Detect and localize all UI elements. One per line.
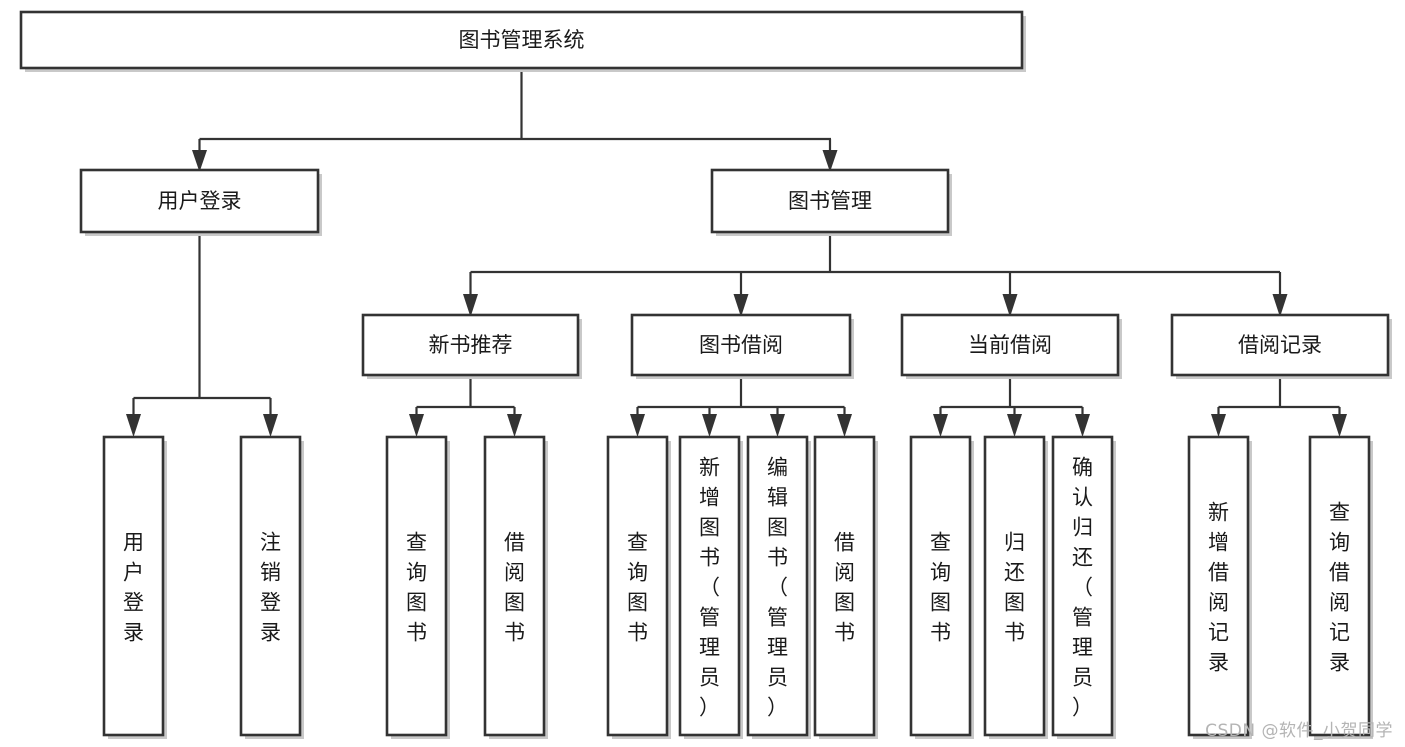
- node-leaf-user-login[interactable]: 用户登录: [102, 435, 167, 739]
- connector-borrow-record-trunk: [1217, 375, 1341, 424]
- node-leaf-return-book-label: 归还图书: [1004, 530, 1025, 644]
- node-leaf-borrow-book-2[interactable]: 借阅图书: [813, 435, 878, 739]
- node-root-box[interactable]: [19, 10, 1024, 70]
- node-book-manage-label: 图书管理: [788, 189, 872, 213]
- node-leaf-query-book-3[interactable]: 查询图书: [909, 435, 974, 739]
- node-leaf-return-book-box[interactable]: [983, 435, 1046, 737]
- node-leaf-query-book-1-label: 查询图书: [406, 530, 427, 644]
- node-book-borrow-box[interactable]: [630, 313, 852, 377]
- node-leaf-edit-book-label: 编辑图书（管理员）: [767, 455, 788, 719]
- arrow-to-new-book-recommend: [463, 294, 478, 317]
- node-leaf-add-book[interactable]: 新增图书（管理员）: [678, 435, 743, 739]
- node-borrow-record-label: 借阅记录: [1238, 333, 1322, 357]
- node-leaf-add-book-box[interactable]: [678, 435, 741, 737]
- arrow-to-leaf-query-book-2: [630, 414, 645, 437]
- node-leaf-user-logout-box[interactable]: [239, 435, 302, 737]
- node-book-manage-box[interactable]: [710, 168, 950, 234]
- arrow-to-leaf-user-logout: [263, 414, 278, 437]
- arrow-to-book-borrow: [733, 294, 749, 317]
- node-leaf-confirm-return-box[interactable]: [1051, 435, 1114, 737]
- node-leaf-query-book-2-label: 查询图书: [627, 530, 648, 644]
- node-leaf-query-book-1-box[interactable]: [385, 435, 448, 737]
- connector-book-manage-trunk: [469, 232, 1282, 305]
- node-leaf-query-book-3-label: 查询图书: [930, 530, 951, 644]
- node-new-book-recommend[interactable]: 新书推荐: [361, 313, 582, 379]
- node-book-borrow-label: 图书借阅: [699, 333, 783, 357]
- arrow-to-leaf-add-record: [1211, 414, 1226, 437]
- node-borrow-record[interactable]: 借阅记录: [1170, 313, 1392, 379]
- node-leaf-user-login-label: 用户登录: [123, 530, 144, 644]
- node-book-manage[interactable]: 图书管理: [710, 168, 952, 236]
- node-leaf-user-logout-label: 注销登录: [260, 530, 281, 644]
- arrow-to-leaf-query-book-3: [933, 414, 948, 437]
- node-leaf-query-record[interactable]: 查询借阅记录: [1308, 435, 1373, 739]
- node-leaf-return-book[interactable]: 归还图书: [983, 435, 1048, 739]
- node-leaf-confirm-return[interactable]: 确认归还（管理员）: [1051, 435, 1116, 739]
- arrow-to-borrow-record: [1272, 294, 1288, 317]
- node-root[interactable]: 图书管理系统: [19, 10, 1026, 72]
- arrow-to-leaf-borrow-book-2: [837, 414, 852, 437]
- leaf-node-layer: 用户登录 注销登录 查询图书 借阅图书 查询图书 新增图书（管理员） 编辑图书（管理员） 借阅…: [102, 435, 1373, 739]
- node-leaf-borrow-book-2-box[interactable]: [813, 435, 876, 737]
- node-leaf-user-logout[interactable]: 注销登录: [239, 435, 304, 739]
- node-current-borrow[interactable]: 当前借阅: [900, 313, 1122, 379]
- node-current-borrow-box[interactable]: [900, 313, 1120, 377]
- arrow-to-book-manage: [822, 150, 838, 172]
- node-leaf-query-record-label: 查询借阅记录: [1329, 500, 1350, 674]
- node-leaf-edit-book-box[interactable]: [746, 435, 809, 737]
- node-new-book-recommend-label: 新书推荐: [429, 333, 513, 357]
- arrow-to-leaf-borrow-book-1: [507, 414, 522, 437]
- node-leaf-add-record-box[interactable]: [1187, 435, 1250, 737]
- connector-root-trunk: [198, 68, 832, 160]
- node-user-login-label: 用户登录: [158, 189, 242, 213]
- arrow-to-user-login: [192, 150, 207, 172]
- node-leaf-add-record[interactable]: 新增借阅记录: [1187, 435, 1252, 739]
- node-borrow-record-box[interactable]: [1170, 313, 1390, 377]
- node-leaf-add-record-label: 新增借阅记录: [1208, 500, 1229, 674]
- arrow-to-leaf-query-record: [1332, 414, 1347, 437]
- arrow-to-leaf-query-book-1: [409, 414, 424, 437]
- node-root-label: 图书管理系统: [459, 28, 585, 52]
- connector-book-borrow-trunk: [636, 375, 846, 424]
- node-leaf-query-record-box[interactable]: [1308, 435, 1371, 737]
- node-leaf-query-book-3-box[interactable]: [909, 435, 972, 737]
- arrow-to-leaf-confirm-return: [1075, 414, 1090, 437]
- node-leaf-borrow-book-1-box[interactable]: [483, 435, 546, 737]
- node-book-borrow[interactable]: 图书借阅: [630, 313, 854, 379]
- node-current-borrow-label: 当前借阅: [968, 333, 1052, 357]
- node-leaf-edit-book[interactable]: 编辑图书（管理员）: [746, 435, 811, 739]
- connector-user-login-trunk: [132, 232, 272, 424]
- node-leaf-query-book-2-box[interactable]: [606, 435, 669, 737]
- node-leaf-borrow-book-2-label: 借阅图书: [834, 530, 855, 644]
- node-user-login-box[interactable]: [79, 168, 320, 234]
- arrow-to-current-borrow: [1002, 294, 1018, 317]
- connector-layer: [126, 68, 1347, 437]
- arrow-to-leaf-edit-book: [770, 414, 785, 437]
- node-leaf-add-book-label: 新增图书（管理员）: [699, 455, 720, 719]
- node-user-login[interactable]: 用户登录: [79, 168, 322, 236]
- node-leaf-user-login-box[interactable]: [102, 435, 165, 737]
- arrow-to-leaf-user-login: [126, 414, 141, 437]
- node-new-book-recommend-box[interactable]: [361, 313, 580, 377]
- node-leaf-borrow-book-1[interactable]: 借阅图书: [483, 435, 548, 739]
- connector-new-book-recommend-trunk: [415, 375, 516, 424]
- arrow-to-leaf-add-book: [702, 414, 717, 437]
- node-leaf-query-book-2[interactable]: 查询图书: [606, 435, 671, 739]
- arrow-to-leaf-return-book: [1007, 414, 1022, 437]
- node-leaf-borrow-book-1-label: 借阅图书: [504, 530, 525, 644]
- node-leaf-confirm-return-label: 确认归还（管理员）: [1072, 455, 1093, 719]
- node-leaf-query-book-1[interactable]: 查询图书: [385, 435, 450, 739]
